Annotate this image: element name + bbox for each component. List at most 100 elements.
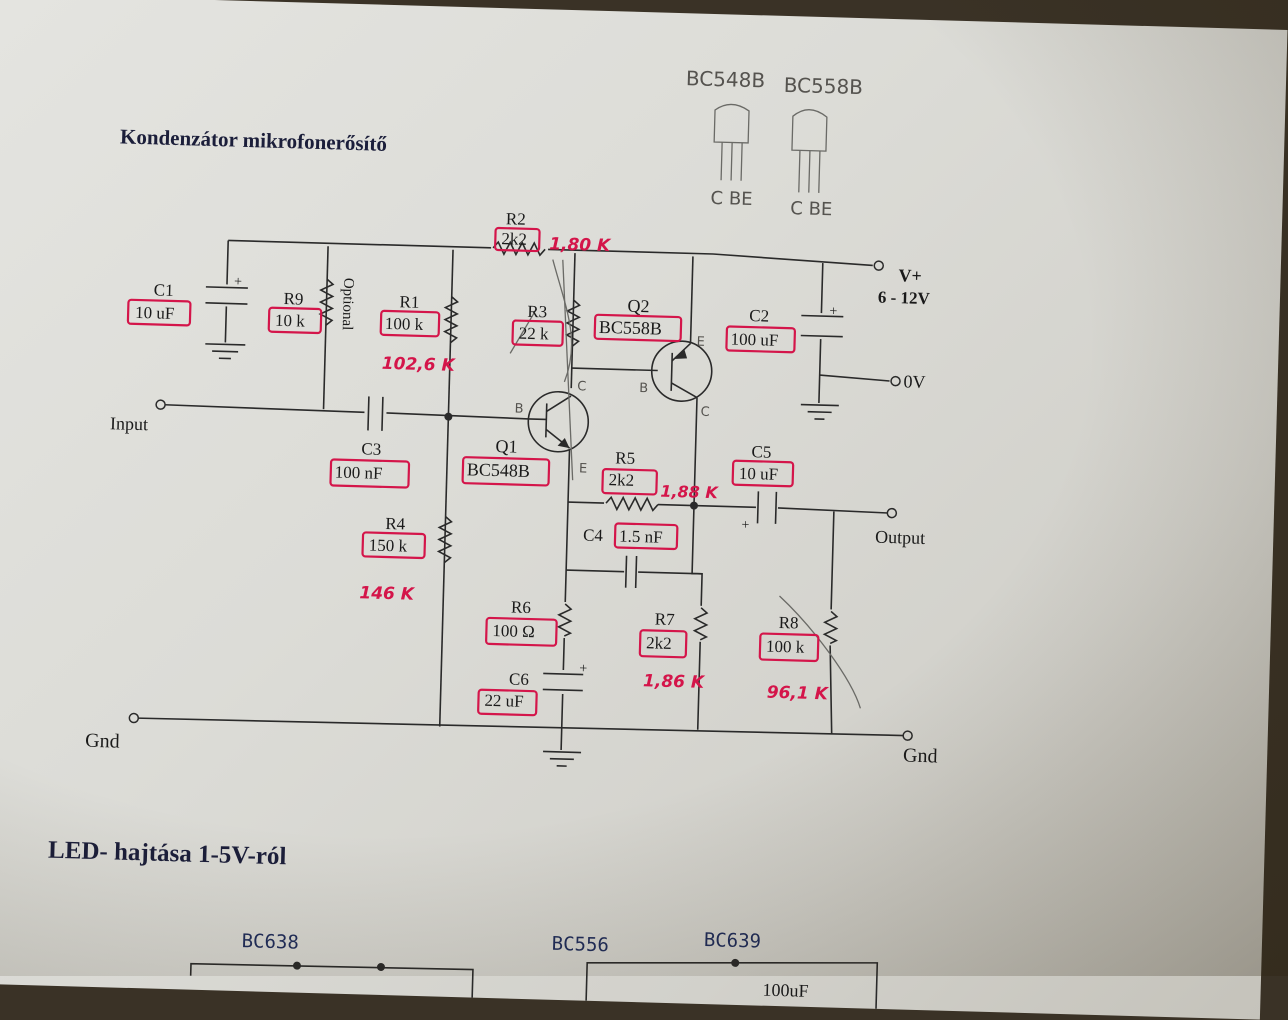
c6-capacitor-icon bbox=[542, 672, 584, 692]
pencil-line-2 bbox=[552, 259, 573, 383]
output-label: Output bbox=[875, 527, 926, 548]
r7-resistor-icon bbox=[692, 607, 709, 641]
pencil-line-3 bbox=[779, 595, 862, 709]
r8-measured: 96,1 K bbox=[767, 683, 830, 705]
r6-resistor-icon bbox=[556, 603, 573, 637]
q2-base-bar bbox=[670, 352, 674, 391]
c6-red-box bbox=[477, 688, 538, 717]
c6-plus-sign: + bbox=[579, 661, 587, 676]
r1-name: R1 bbox=[399, 292, 419, 312]
input-wire bbox=[164, 403, 529, 420]
led-circuit-partial: BC638 BC556 BC639 100uF bbox=[189, 929, 879, 1009]
r9-branch bbox=[322, 246, 329, 410]
section2-title: LED- hajtása 1-5V-ról bbox=[48, 837, 287, 871]
vplus-terminal[interactable] bbox=[873, 260, 885, 271]
c5-plus-sign: + bbox=[741, 518, 749, 533]
led-left-junction-1 bbox=[292, 961, 301, 970]
r7-value: 2k2 bbox=[646, 633, 672, 653]
c3-name: C3 bbox=[361, 439, 381, 459]
c3-value: 100 nF bbox=[335, 463, 383, 483]
r2-measured: 1,80 K bbox=[549, 234, 612, 256]
pinout-right-pins: C BE bbox=[790, 198, 833, 220]
pinout-sketch: BC548B BC558B C BE C BE bbox=[686, 66, 864, 220]
c2-branch bbox=[818, 263, 824, 404]
r5-value: 2k2 bbox=[608, 470, 634, 490]
r5-name: R5 bbox=[615, 448, 635, 468]
c4-red-box bbox=[613, 522, 679, 551]
bc558b-body-sketch bbox=[791, 109, 828, 152]
r8-name: R8 bbox=[778, 613, 798, 633]
c5-value: 10 uF bbox=[739, 464, 779, 484]
c5-capacitor-icon bbox=[756, 491, 778, 524]
q2-base-pin: B bbox=[639, 381, 648, 396]
r8-red-box bbox=[758, 632, 820, 663]
bc558b-legs-sketch bbox=[798, 150, 821, 193]
gnd-left-label: Gnd bbox=[85, 730, 120, 753]
r1-value: 100 k bbox=[385, 314, 424, 334]
pinout-left-name: BC548B bbox=[686, 66, 766, 92]
r2-resistor-icon bbox=[492, 240, 546, 257]
gnd-rail bbox=[137, 717, 904, 737]
optional-label: Optional bbox=[339, 278, 356, 331]
circuit-wires bbox=[128, 239, 913, 750]
q1-emitter-arrow-icon bbox=[557, 437, 570, 449]
c1-value: 10 uF bbox=[135, 303, 175, 323]
gnd-right-terminal[interactable] bbox=[902, 730, 913, 741]
c6-value: 22 uF bbox=[484, 691, 524, 711]
c2-name: C2 bbox=[749, 306, 769, 326]
q1-emitter-pin: E bbox=[579, 461, 588, 476]
q1-collector-pin: C bbox=[577, 379, 586, 394]
capacitor-symbols bbox=[205, 286, 844, 692]
junction-output bbox=[689, 501, 698, 510]
r8-resistor-icon bbox=[822, 610, 839, 645]
bc548b-legs-sketch bbox=[720, 142, 743, 181]
q1-emitter-chain bbox=[560, 450, 571, 750]
r8-branch bbox=[829, 511, 835, 734]
q2-emitter-arrow-icon bbox=[674, 349, 688, 359]
c1-red-box bbox=[126, 298, 192, 327]
gnd-left-terminal[interactable] bbox=[128, 712, 140, 724]
c1-name: C1 bbox=[154, 280, 174, 300]
partial-cap-value: 100uF bbox=[762, 980, 809, 1001]
output-terminal[interactable] bbox=[886, 507, 898, 519]
q1-base-bar bbox=[528, 403, 548, 438]
r1-measured: 102,6 K bbox=[382, 354, 457, 376]
feedback-output-wire bbox=[568, 501, 888, 514]
transistor-q1 bbox=[527, 390, 590, 453]
led-left-rail bbox=[189, 962, 474, 998]
q2-emitter-wire bbox=[689, 256, 694, 344]
zero-volt-terminal[interactable] bbox=[890, 375, 901, 387]
q1-base-pin: B bbox=[514, 402, 523, 417]
r3-name: R3 bbox=[527, 302, 547, 322]
zero-volt-wire bbox=[819, 374, 890, 382]
q2-collector-pin: C bbox=[700, 405, 709, 420]
q1-leads bbox=[545, 395, 572, 449]
r7-name: R7 bbox=[655, 610, 676, 630]
r1-red-box bbox=[379, 309, 441, 338]
pencil-check-r3 bbox=[509, 308, 537, 354]
q2-value: BC558B bbox=[599, 317, 663, 339]
q1-name: Q1 bbox=[495, 436, 518, 457]
r1-resistor-icon bbox=[442, 296, 460, 344]
q2-name: Q2 bbox=[627, 296, 650, 317]
resistor-symbols bbox=[318, 240, 839, 645]
q1-red-box bbox=[461, 456, 551, 487]
c2-plus-sign: + bbox=[829, 304, 837, 319]
r3-red-box bbox=[511, 319, 565, 347]
zero-volt-label: 0V bbox=[903, 371, 926, 392]
bc638-label: BC638 bbox=[241, 930, 299, 954]
c2-value: 100 uF bbox=[730, 330, 778, 350]
c4-wire bbox=[566, 569, 703, 575]
top-rail-left bbox=[228, 239, 492, 249]
r1-r4-branch bbox=[438, 249, 454, 727]
c1-ground-icon bbox=[205, 343, 246, 360]
r4-red-box bbox=[361, 531, 427, 560]
c3-red-box bbox=[329, 458, 411, 489]
r6-name: R6 bbox=[511, 598, 531, 618]
input-terminal[interactable] bbox=[155, 399, 166, 410]
bc548b-body-sketch bbox=[713, 103, 750, 144]
c2-capacitor-icon bbox=[800, 314, 844, 338]
c6-ground-icon bbox=[543, 750, 582, 767]
